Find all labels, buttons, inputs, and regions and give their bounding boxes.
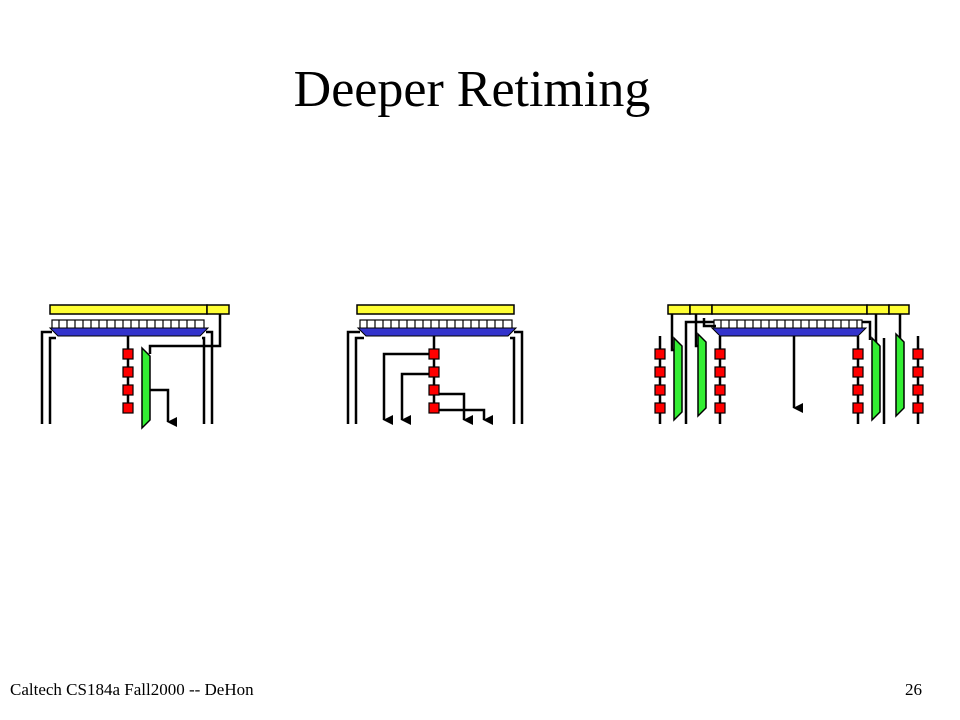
register-chain [122, 348, 134, 414]
bus-segment [888, 304, 910, 315]
register [428, 348, 440, 360]
register [654, 348, 666, 360]
mux [673, 336, 683, 422]
register [912, 366, 924, 378]
register [122, 402, 134, 414]
register [714, 402, 726, 414]
register [122, 366, 134, 378]
register [714, 384, 726, 396]
panel-dual-retiming-chains [654, 304, 924, 424]
mux [895, 332, 905, 418]
register [428, 366, 440, 378]
mux [141, 346, 151, 430]
bus-segment [49, 304, 208, 315]
register [428, 402, 440, 414]
switchbox-base [48, 327, 210, 337]
register-chain [714, 348, 726, 414]
bus-segment [711, 304, 868, 315]
register [714, 366, 726, 378]
register [654, 402, 666, 414]
panel-single-retiming-chain [40, 304, 230, 430]
register [122, 384, 134, 396]
switchbox-base [710, 327, 868, 337]
register-chain [654, 348, 666, 414]
slide-title: Deeper Retiming [293, 61, 651, 118]
bus-segment [667, 304, 691, 315]
register [714, 348, 726, 360]
register-chain [852, 348, 864, 414]
register [428, 384, 440, 396]
register [852, 384, 864, 396]
page-number: 26 [905, 680, 922, 699]
register [654, 384, 666, 396]
register [852, 366, 864, 378]
register [912, 384, 924, 396]
register [122, 348, 134, 360]
bus-segment [206, 304, 230, 315]
bus-segment [356, 304, 515, 315]
bus-segment [866, 304, 890, 315]
bus-segment [689, 304, 713, 315]
mux [871, 336, 881, 422]
register-chain [428, 348, 440, 414]
register [912, 348, 924, 360]
mux [697, 332, 707, 418]
footer-course-credit: Caltech CS184a Fall2000 -- DeHon [10, 680, 254, 699]
switchbox-base [356, 327, 518, 337]
register [912, 402, 924, 414]
wires [40, 314, 222, 427]
register [852, 402, 864, 414]
register [654, 366, 666, 378]
panel-tapped-register-chain [346, 304, 524, 425]
register-chain [912, 348, 924, 414]
register [852, 348, 864, 360]
